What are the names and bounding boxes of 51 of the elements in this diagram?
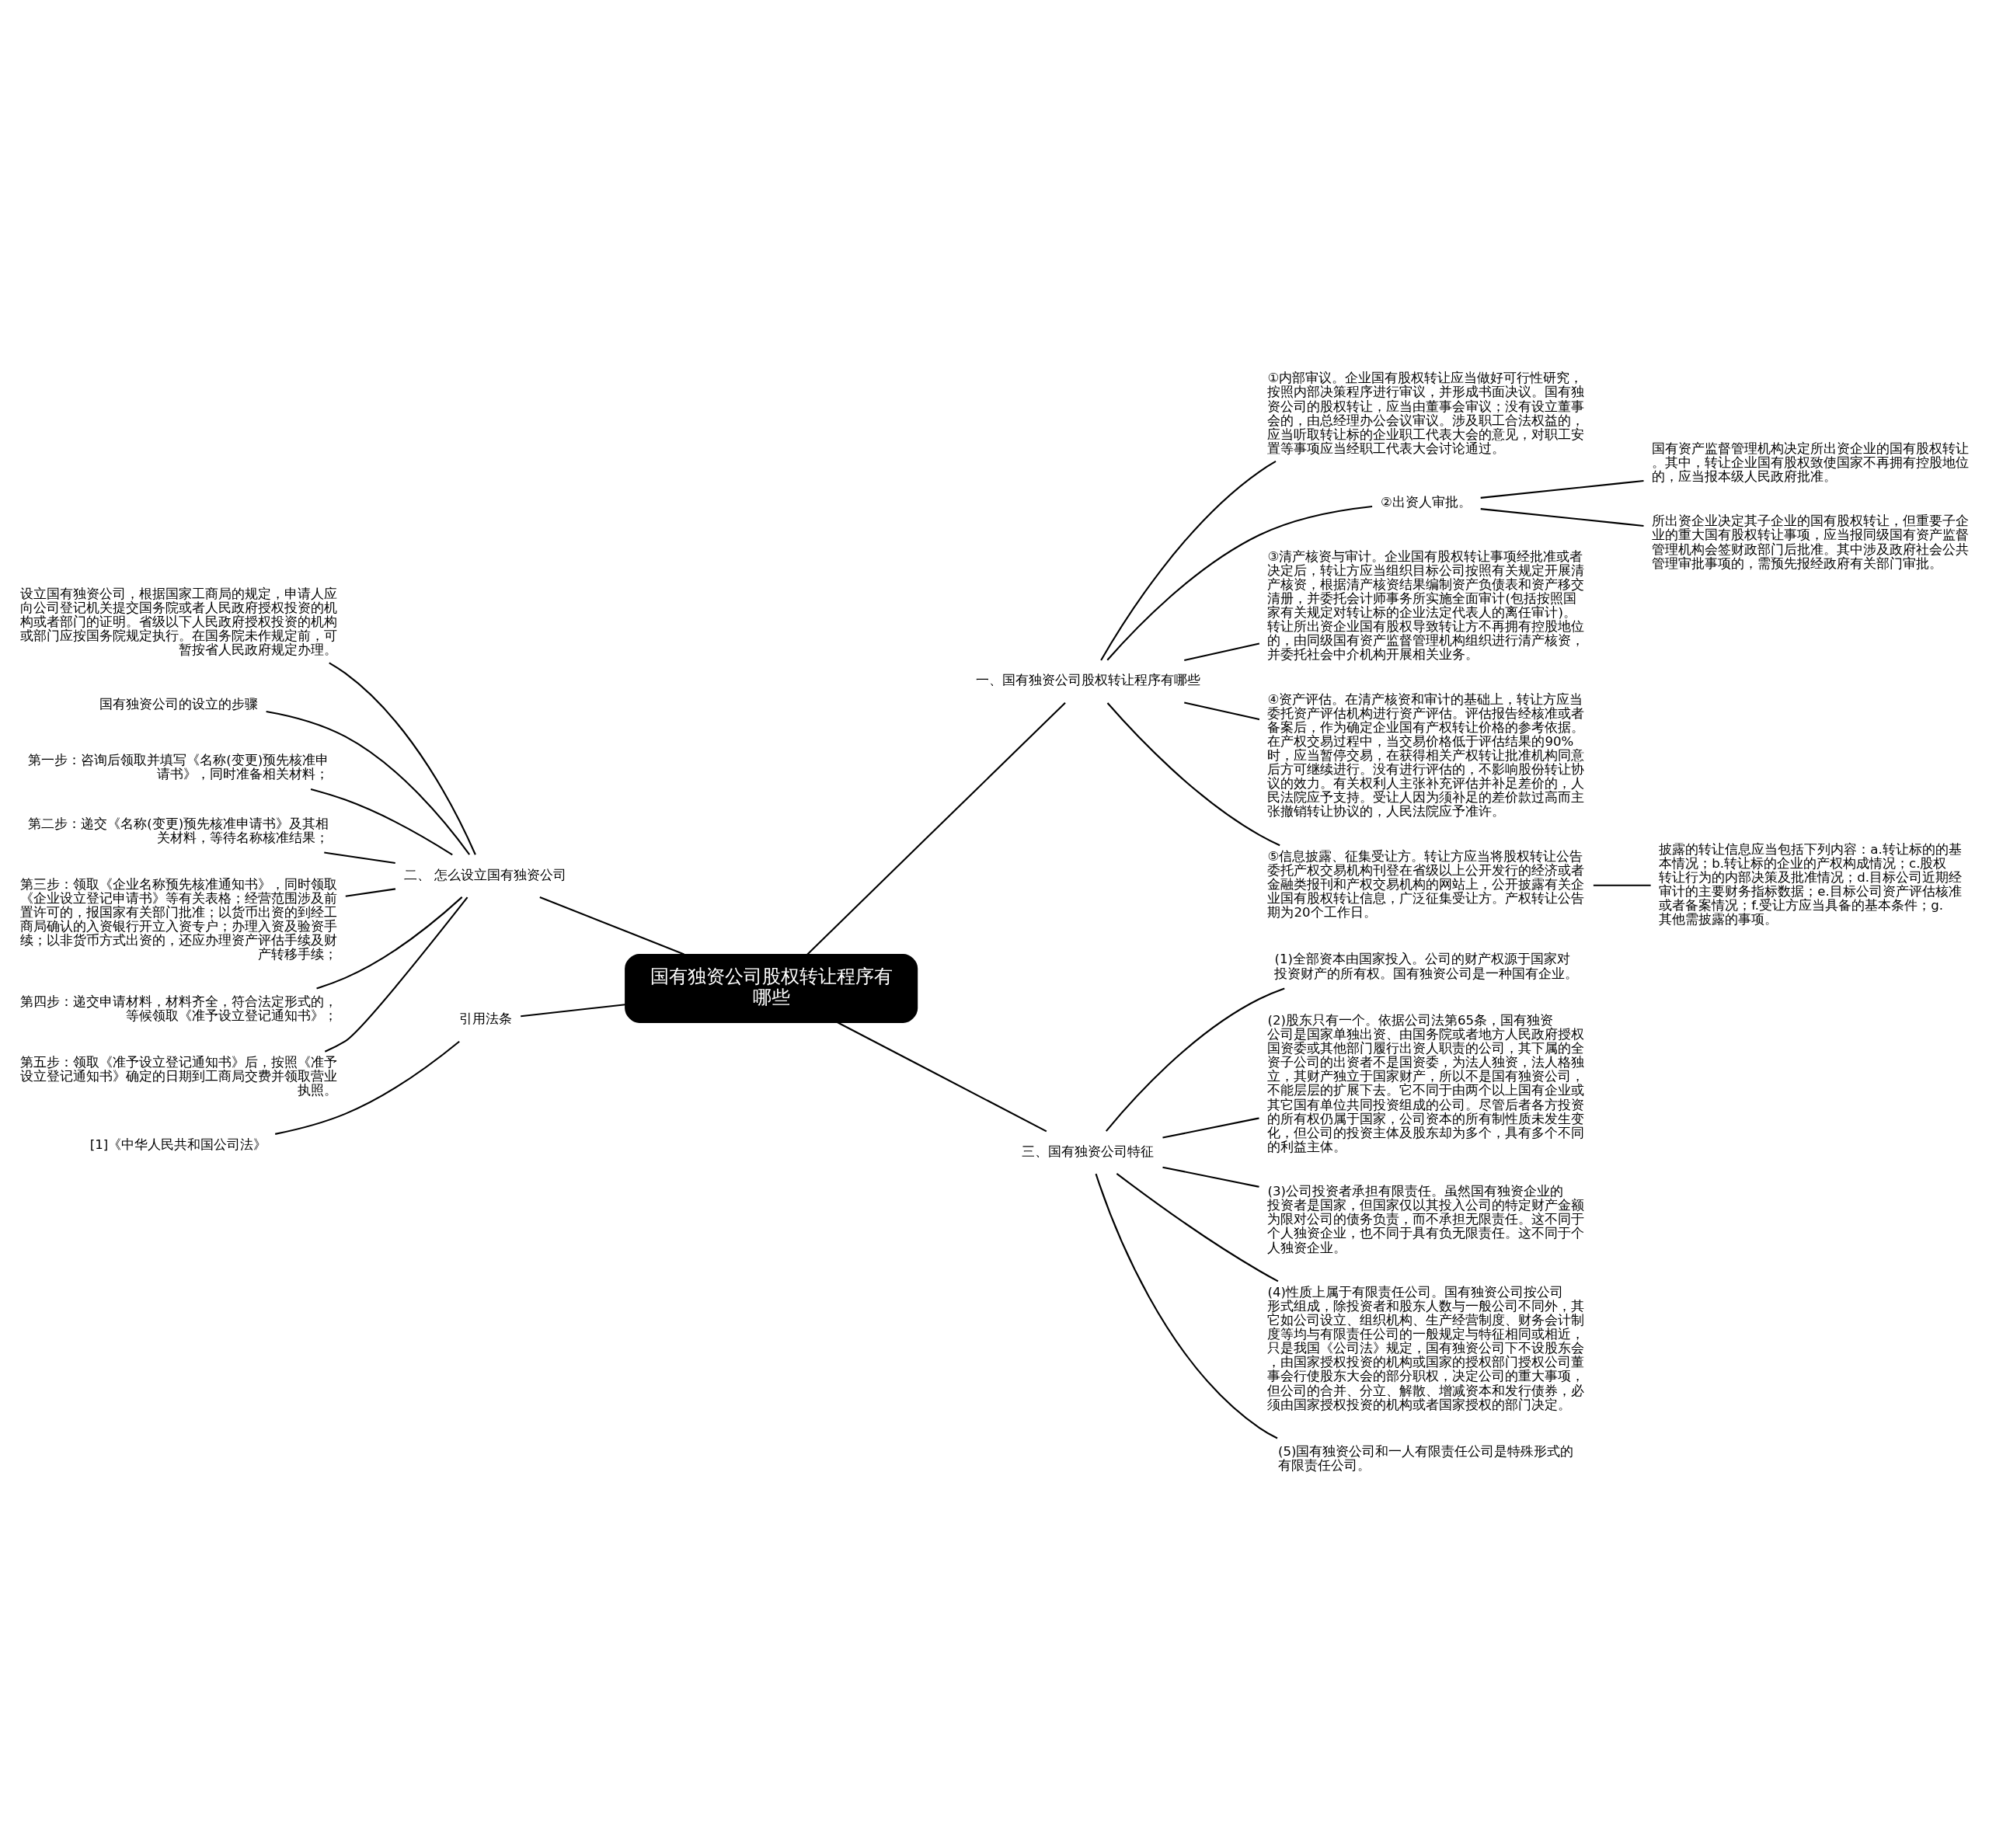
node-text: ⑤信息披露、征集受让方。转让方应当将股权转让公告委托产权交易机构刊登在省级以上公开发行的经济或者金融类报刊和产权交易机构的网站上，公开披露有关企业国有股权转让信息，广泛征集受让方。产权转让公告期为20个工作日。 [1267,848,1585,921]
connector [1095,1173,1278,1439]
node-box: 国有独资公司股权转让程序有哪些 [625,953,918,1023]
connector [1184,701,1260,721]
node-text: (4)性质上属于有限责任公司。国有独资公司按公司形式组成，除投资者和股东人数与一般公司不同外，其它如公司设立、组织机构、生产经营制度、财务会计制度等均与有限责任公司的一般规定与特征相同或相近，只是我国《公司法》规定，国有独资公司下不设股东会，由国家授权投资的机构或国家的授权部门授权公司董事会行使股东大会的部分职权，决定公司的重大事项，但公司的合并、分立、解散、增减资本和发行债券，必须由国家授权投资的机构或者国家授权的部门决定。 [1267,1284,1585,1412]
node-text: (5)国有独资公司和一人有限责任公司是特殊形式的有限责任公司。 [1278,1443,1574,1474]
connector [324,851,395,864]
node-text: 国有独资公司的设立的步骤 [99,696,258,712]
node-text: ④资产评估。在清产核资和审计的基础上，转让方应当委托资产评估机构进行资产评估。评估报告经核准或者备案后，作为确定企业国有产权转让价格的参考依据。在产权交易过程中，当交易价格低于评估结果的90%时，应当暂停交易，在获得相关产权转让批准机构同意后方可继续进行。没有进行评估的，不影响股份转让协议的效力。有关权利人主张补充评估并补足差价的，人民法院应予支持。受让人因为须补足的差价款过高而主张撤销转让协议的，人民法院应予准许。 [1267,691,1585,820]
connector [266,710,471,855]
node-text: 披露的转让信息应当包括下列内容：a.转让标的的基本情况；b.转让标的企业的产权构成情况；c.股权转让行为的内部决策及批准情况；d.目标公司近期经审计的主要财务指标数据；e.目标公司资产评估核准或者备案情况；f.受让方应当具备的基本条件；g.其他需披露的事项。 [1659,841,1963,927]
connector [1480,479,1644,499]
node-text: ③清产核资与审计。企业国有股权转让事项经批准或者决定后，转让方应当组织目标公司按照有关规定开展清产核资，根据清产核资结果编制资产负债表和资产移交清册，并委托会计师事务所实施全面审计(包括按照国家有关规定对转让标的企业法定代表人的离任审计)。转让所出资企业国有股权导致转让方不再拥有控股地位的，由同级国有资产监督管理机构组织进行清产核资，并委托社会中介机构开展相关业务。 [1267,548,1585,663]
node-text: ②出资人审批。 [1381,495,1472,510]
node-text: 引用法条 [459,1011,513,1027]
connector [1162,1117,1259,1139]
connector [324,896,469,1053]
connector [539,896,684,955]
connector [275,1040,460,1135]
connector [1480,508,1644,527]
node-text: 第一步：咨询后领取并填写《名称(变更)预先核准申请书》，同时准备相关材料； [28,753,329,782]
node-text: 三、国有独资公司特征 [1022,1143,1155,1159]
node-text: (1)全部资本由国家投入。公司的财产权源于国家对投资财产的所有权。国有独资公司是一种国有企业。 [1274,952,1579,981]
connector [1162,1166,1259,1188]
node-text: 国有资产监督管理机构决定所出资企业的国有股权转让。其中，转让企业国有股权致使国家不再拥有控股地位的，应当报本级人民政府批准。 [1652,440,1970,485]
connector [329,662,476,855]
connector [310,788,453,856]
node-text: 第三步：领取《企业名称预先核准通知书》，同时领取《企业设立登记申请书》等有关表格；经营范围涉及前置许可的，报国家有关部门批准；以货币出资的到经工商局确认的入资银行开立入资专户；办理入资及验资手续；以非货币方式出资的，还应办理资产评估手续及财产转移手续； [19,876,337,962]
connector [1184,642,1260,662]
node-text: 第二步：递交《名称(变更)预先核准申请书》及其相关材料，等待名称核准结果； [28,816,329,845]
connector [806,701,1066,955]
node-text: ①内部审议。企业国有股权转让应当做好可行性研究，按照内部决策程序进行审议，并形成书面决议。国有独资公司的股权转让，应当由董事会审议；没有设立董事会的，由总经理办公会议审议。涉及职工合法权益的，应当听取转让标的企业职工代表大会的意见，对职工安置等事项应当经职工代表大会讨论通过。 [1267,371,1585,456]
node-text: [1]《中华人民共和国公司法》 [89,1136,267,1152]
connector [1106,505,1373,661]
node-text: (3)公司投资者承担有限责任。虽然国有独资企业的投资者是国家，但国家仅以其投入公司的特定财产金额为限对公司的债务负责，而不承担无限责任。这不同于个人独资企业，也不同于具有负无限责任。这不同于个人独资企业。 [1267,1184,1585,1255]
node-text: 一、国有独资公司股权转让程序有哪些 [975,673,1200,688]
connector [837,1021,1047,1133]
connector [1100,461,1277,661]
connector [1593,884,1651,886]
node-text: 二、 怎么设立国有独资公司 [404,867,567,882]
node-text: 第五步：领取《准予设立登记通知书》后，按照《准予设立登记通知书》确定的日期到工商局交费并领取营业执照。 [19,1055,337,1098]
node-text: (2)股东只有一个。依据公司法第65条，国有独资公司是国家单独出资、由国务院或者地方人民政府授权国资委或其他部门履行出资人职责的公司，其下属的全资子公司的出资者不是国资委，为法人独资，法人格独立，其财产独立于国家财产，所以不是国有独资公司，不能层层的扩展下去。它不同于由两个以上国有企业或其它国有单位共同投资组成的公司。尽管后者各方投资的所有权仍属于国家，公司资本的所有制性质未发生变化，但公司的投资主体及股东却为多个，具有多个不同的利益主体。 [1267,1012,1585,1154]
connector [1106,702,1280,847]
connector [345,888,396,897]
connector [1105,987,1285,1132]
connector [521,1004,625,1018]
node-text: 设立国有独资公司，根据国家工商局的规定，申请人应向公司登记机关提交国务院或者人民政府授权投资的机构或者部门的证明。省级以下人民政府授权投资的机构或部门应按国务院规定执行。在国务院未作规定前，可暂按省人民政府规定办理。 [19,586,337,658]
node-text: 所出资企业决定其子企业的国有股权转让，但重要子企业的重大国有股权转让事项，应当报同级国有资产监督管理机构会签财政部门后批准。其中涉及政府社会公共管理审批事项的，需预先报经政府有关部门审批。 [1652,513,1970,571]
connector [316,896,463,990]
connector [1116,1173,1279,1282]
node-text: 第四步：递交申请材料，材料齐全，符合法定形式的，等候领取《准予设立登记通知书》； [19,994,337,1023]
